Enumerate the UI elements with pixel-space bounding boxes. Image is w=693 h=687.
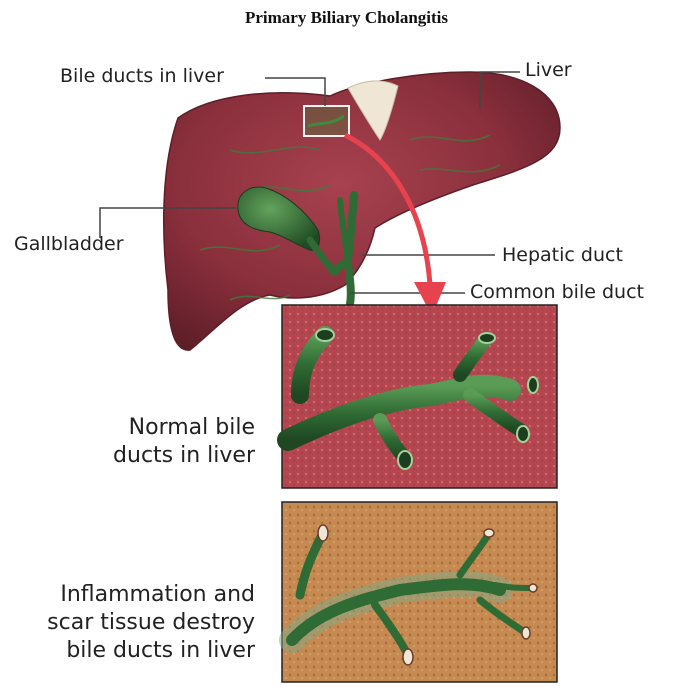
label-line: scar tissue destroy: [47, 609, 255, 637]
label-line: Normal bile: [113, 414, 255, 442]
label-line: bile ducts in liver: [47, 637, 255, 665]
label-inflamed-bile-ducts: Inflammation and scar tissue destroy bil…: [47, 581, 255, 665]
label-bile-ducts-in-liver: Bile ducts in liver: [60, 64, 224, 88]
label-gallbladder: Gallbladder: [14, 232, 124, 256]
label-normal-bile-ducts: Normal bile ducts in liver: [113, 414, 255, 470]
damaged-bile-duct-panel: [282, 502, 557, 682]
label-line: ducts in liver: [113, 442, 255, 470]
label-common-bile-duct: Common bile duct: [470, 280, 644, 304]
label-liver: Liver: [525, 58, 572, 82]
label-hepatic-duct: Hepatic duct: [502, 243, 623, 267]
normal-bile-duct-panel: [282, 305, 557, 488]
label-line: Inflammation and: [47, 581, 255, 609]
highlight-box: [304, 106, 349, 136]
